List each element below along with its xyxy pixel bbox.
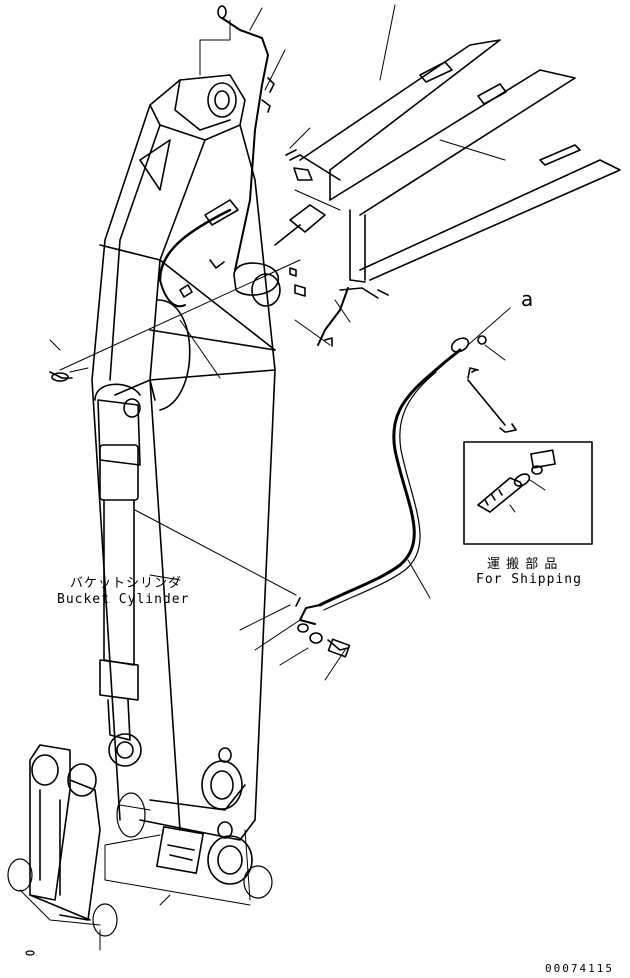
- drawing-code: 00074115: [545, 962, 614, 975]
- bucket-cylinder-label-en: Bucket Cylinder: [57, 592, 190, 607]
- bucket-cylinder-label-jp: バケットシリンダ: [70, 576, 183, 591]
- boom: [299, 39, 621, 283]
- hose-assembly: [295, 335, 487, 658]
- for-shipping-label-en: For Shipping: [476, 572, 582, 587]
- bucket-link: [29, 744, 101, 921]
- arm: [91, 74, 276, 885]
- callout-marks: [7, 792, 273, 956]
- bucket-cylinder: [94, 379, 156, 767]
- view-reference-a: a: [521, 287, 534, 311]
- leader-lines: [19, 4, 546, 951]
- upper-hydraulic-hose: [49, 5, 389, 382]
- shipping-parts-box: [463, 367, 593, 545]
- for-shipping-label-jp: 運 搬 部 品: [487, 557, 559, 572]
